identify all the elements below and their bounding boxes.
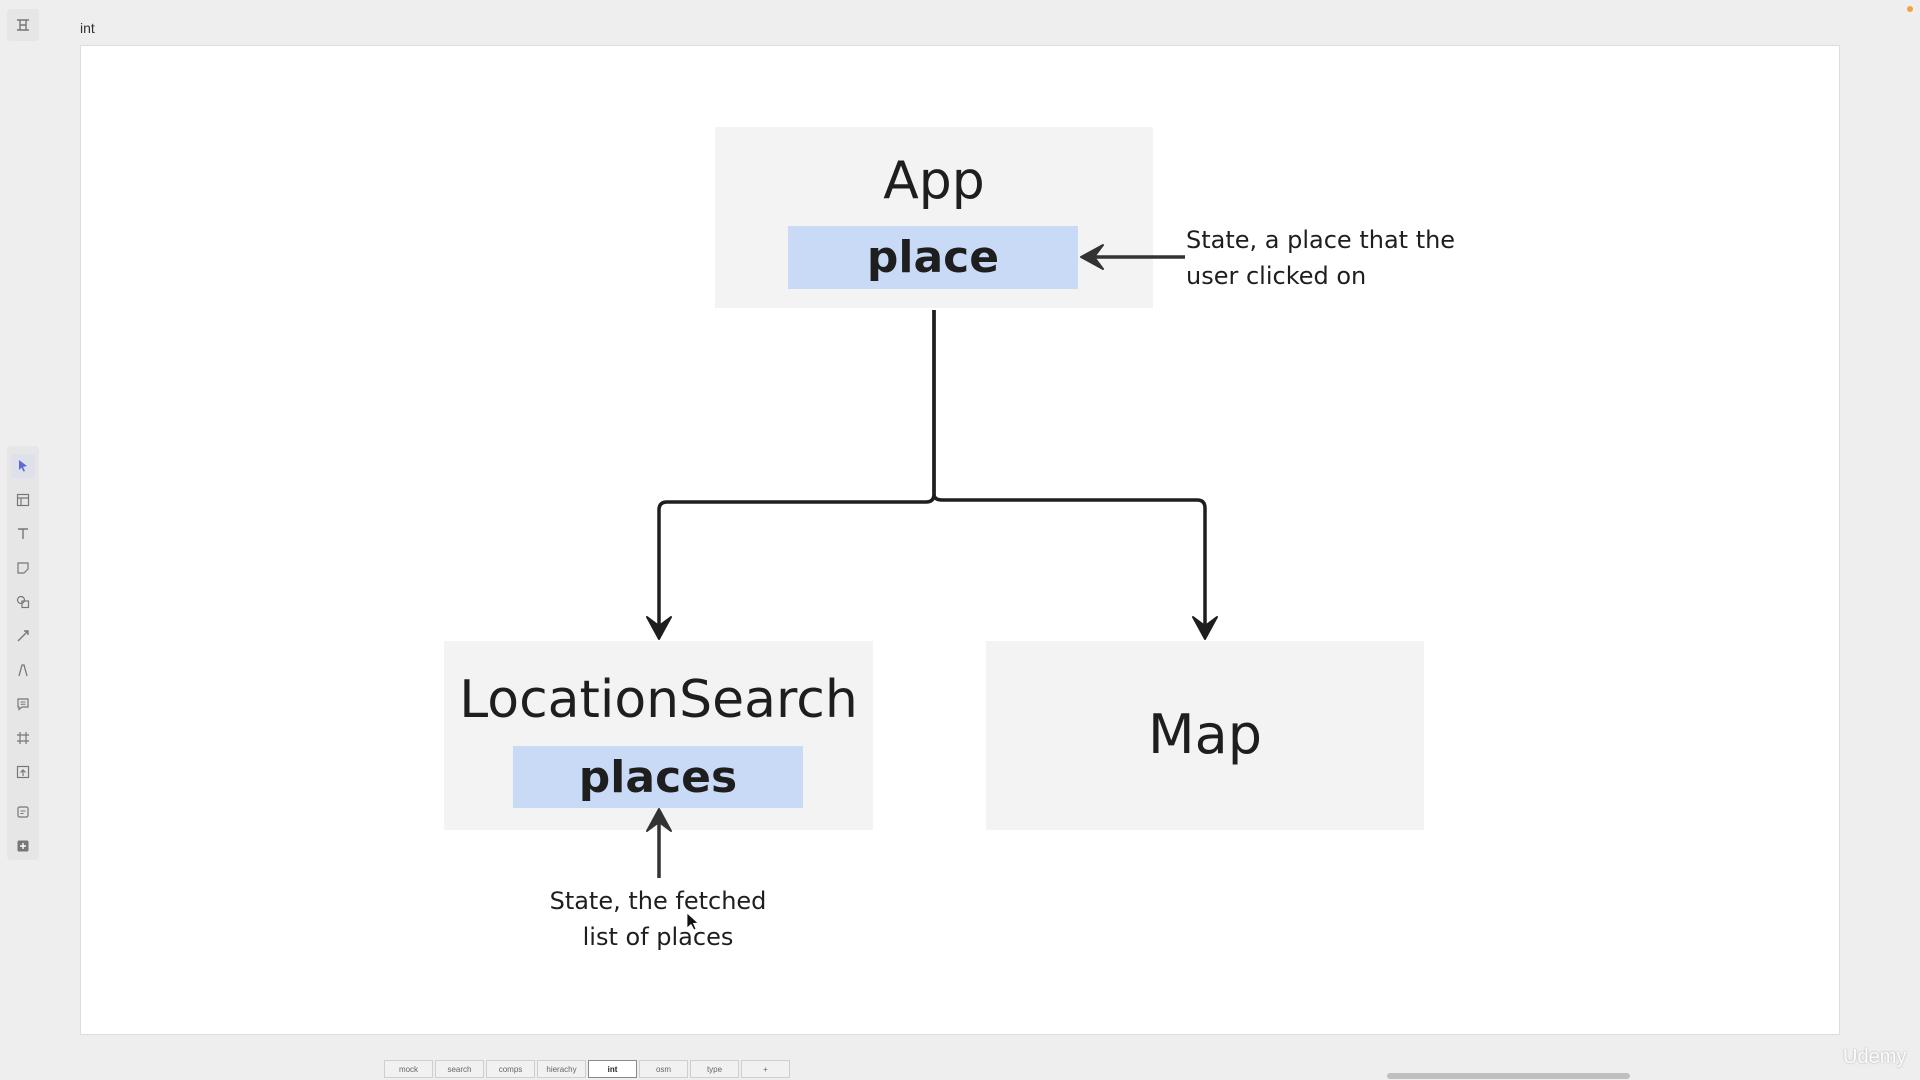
frame-list-icon [17,19,29,31]
mouse-cursor-icon [686,912,699,931]
comment-icon[interactable] [11,692,35,716]
app-state-annotation-line-2: user clicked on [1186,262,1367,290]
udemy-watermark: Udemy [1843,1046,1907,1068]
location-search-node[interactable]: LocationSearch places [444,641,873,830]
map-title: Map [1148,703,1262,766]
app-state-annotation-line-1: State, a place that the [1186,226,1456,254]
app-state-place[interactable]: place [788,226,1078,289]
whiteboard-frame: App place LocationSearch places Map Stat… [80,45,1840,1035]
places-state-annotation-line-2: list of places [582,923,734,951]
app-node[interactable]: App place [715,127,1153,308]
tool-palette [7,446,39,860]
status-dot [1907,6,1913,12]
tab-hierachy[interactable]: hierachy [537,1060,586,1078]
tab-osm[interactable]: osm [639,1060,688,1078]
embed-icon[interactable] [11,800,35,824]
location-search-title: LocationSearch [459,670,858,730]
select-icon[interactable] [11,454,35,478]
frame-tabs: mock search comps hierachy int osm type … [384,1060,792,1078]
tab-type[interactable]: type [690,1060,739,1078]
arrowhead-up-icon [646,808,672,832]
places-state-annotation-line-1: State, the fetched [549,887,767,915]
places-state-annotation[interactable]: State, the fetched list of places [523,883,793,955]
sticky-note-icon[interactable] [11,556,35,580]
shapes-icon[interactable] [11,590,35,614]
connector-icon[interactable] [11,624,35,648]
horizontal-scrollbar[interactable] [1387,1073,1630,1079]
connector-lines [646,244,1218,931]
connector-app-to-map[interactable] [932,310,1207,626]
map-node[interactable]: Map [986,641,1424,830]
app-title: App [883,151,985,211]
arrowhead-down-icon [1192,616,1218,640]
upload-icon[interactable] [11,760,35,784]
frames-toolbar[interactable] [7,9,39,41]
add-tab-button[interactable]: + [741,1060,790,1078]
tab-comps[interactable]: comps [486,1060,535,1078]
frame-icon[interactable] [11,726,35,750]
frame-label[interactable]: int [80,20,95,36]
pen-icon[interactable] [11,658,35,682]
connector-app-to-location-search[interactable] [657,310,936,626]
tab-mock[interactable]: mock [384,1060,433,1078]
template-icon[interactable] [11,488,35,512]
app-state-annotation[interactable]: State, a place that the user clicked on [1186,222,1486,294]
tab-int[interactable]: int [588,1060,637,1078]
more-apps-icon[interactable] [11,834,35,858]
arrowhead-down-icon [646,616,672,640]
location-search-state-places[interactable]: places [513,746,803,808]
text-icon[interactable] [11,522,35,546]
tab-search[interactable]: search [435,1060,484,1078]
arrowhead-left-icon [1080,244,1104,270]
